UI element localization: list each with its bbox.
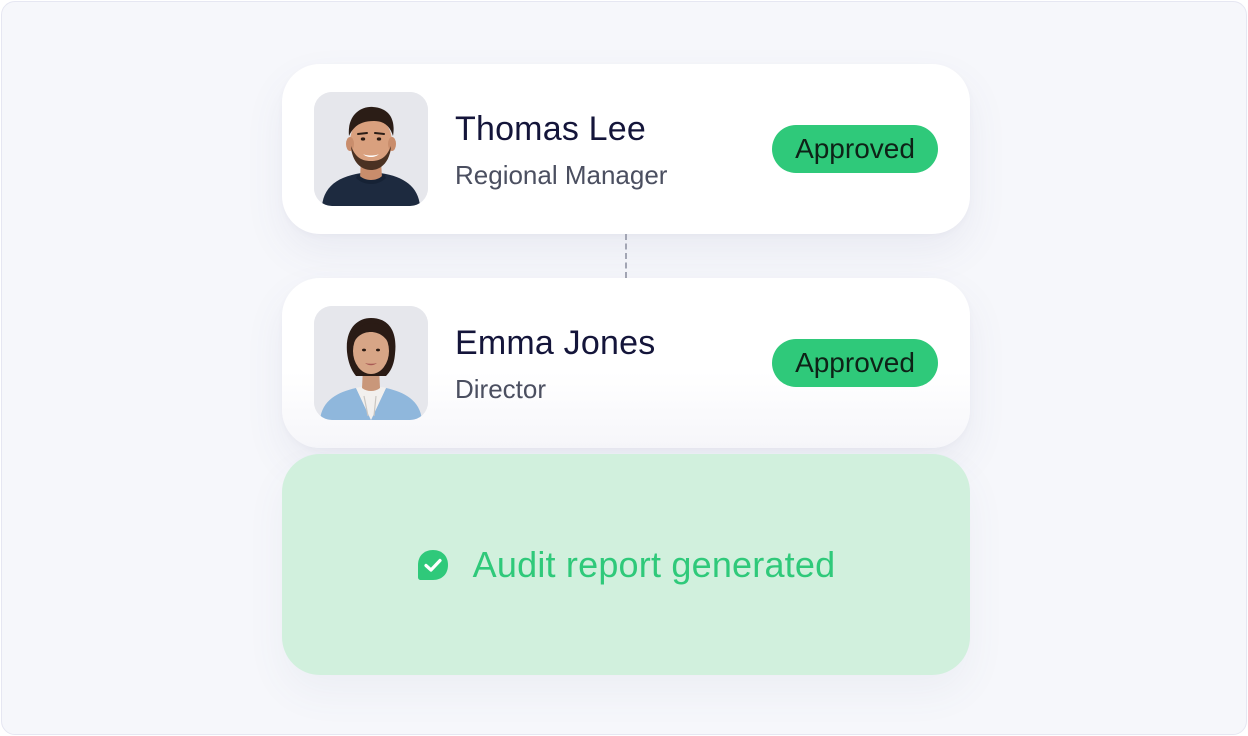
approver-card-emma-jones: Emma Jones Director Approved xyxy=(282,278,970,448)
approver-name: Emma Jones xyxy=(455,324,656,362)
approver-role: Director xyxy=(455,374,547,404)
audit-result-card: Audit report generated xyxy=(282,454,970,675)
approver-role: Regional Manager xyxy=(455,160,668,190)
status-badge: Approved xyxy=(772,339,938,387)
check-circle-icon xyxy=(417,549,448,580)
result-text: Audit report generated xyxy=(472,543,836,585)
approver-name: Thomas Lee xyxy=(455,110,646,148)
approver-card-thomas-lee: Thomas Lee Regional Manager Approved xyxy=(282,64,970,234)
avatar xyxy=(314,92,428,206)
female-person-avatar-icon xyxy=(314,306,428,420)
male-person-avatar-icon xyxy=(314,92,428,206)
avatar xyxy=(314,306,428,420)
connector-line xyxy=(625,234,627,278)
status-badge: Approved xyxy=(772,125,938,173)
